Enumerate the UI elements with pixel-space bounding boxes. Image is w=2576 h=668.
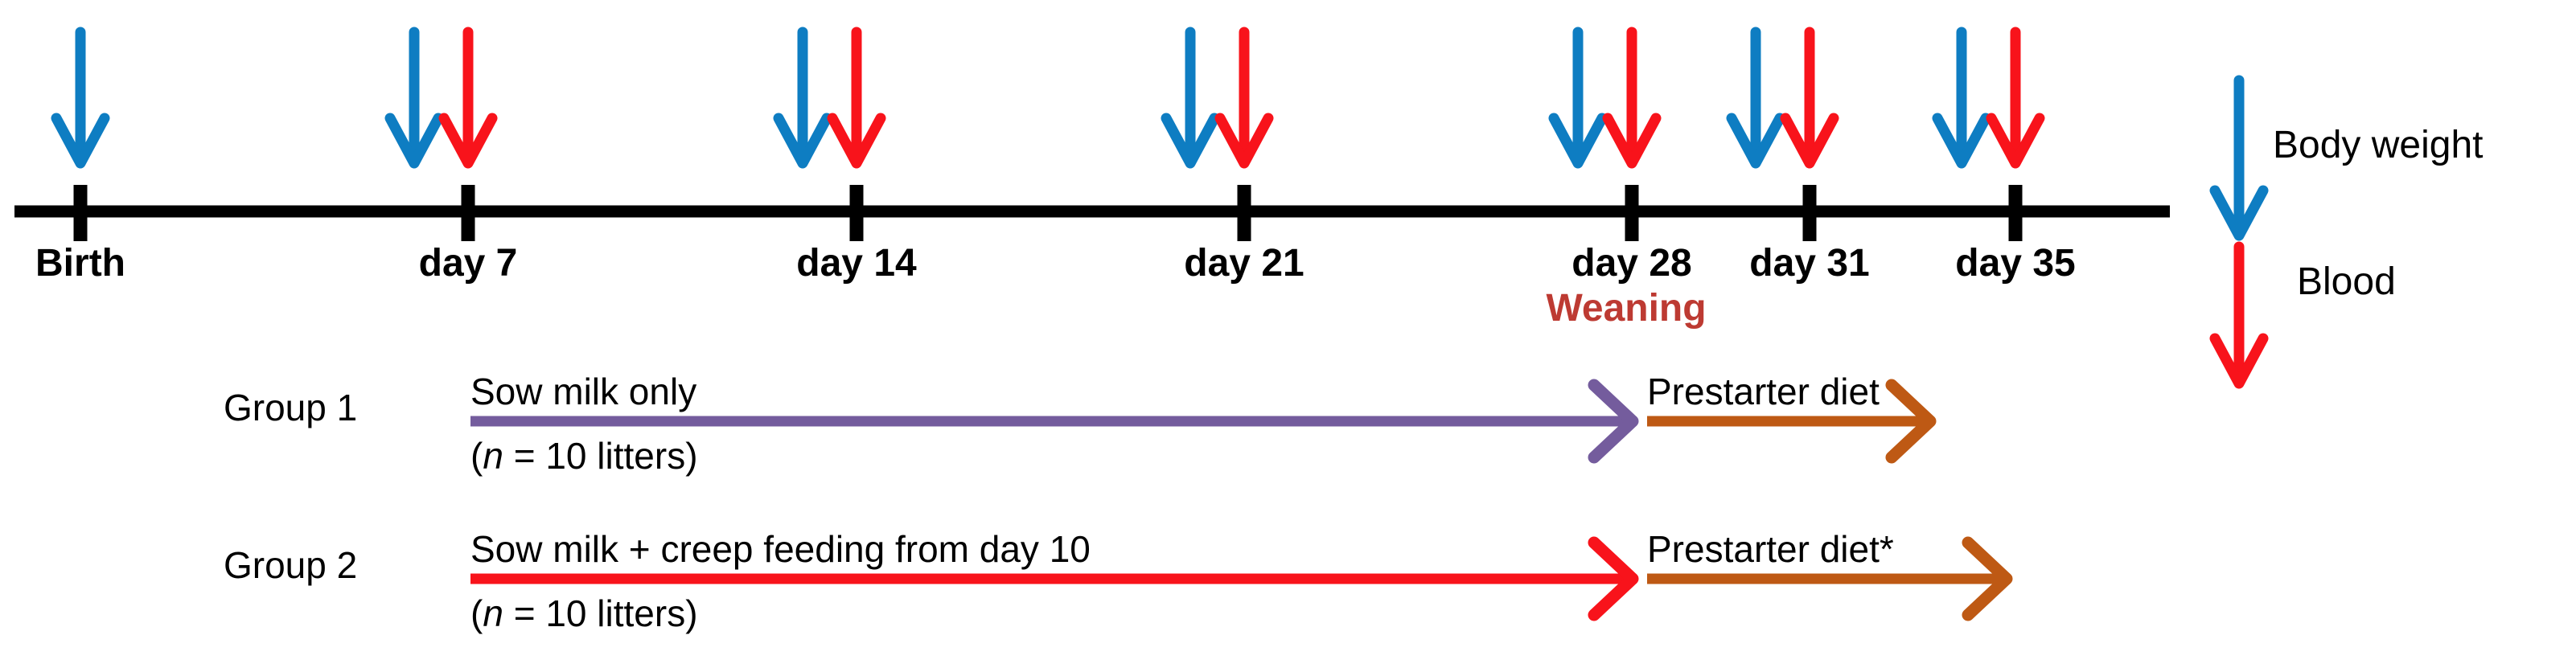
legend-body-weight-label: Body weight (2273, 124, 2484, 166)
tick-label-birth: Birth (35, 242, 125, 285)
group-2-milk-phase-label: Sow milk + creep feeding from day 10 (470, 528, 1091, 570)
tick-label-day-31: day 31 (1749, 242, 1870, 285)
group-2-n-litters-label: (n = 10 litters) (470, 592, 698, 635)
group-1-milk-phase-label: Sow milk only (470, 371, 697, 412)
blood-arrow-head (827, 113, 886, 169)
n-variable: n (483, 592, 503, 634)
group-1-n-litters-label: (n = 10 litters) (470, 434, 698, 477)
blood-arrow-head (1986, 113, 2045, 169)
tick-label-day-28: day 28 (1571, 242, 1692, 285)
blue-down-arrow-icon-head (2209, 185, 2269, 241)
n-open: ( (470, 592, 483, 634)
blood-arrow-head (1602, 113, 1662, 169)
n-rest: = 10 litters) (503, 435, 698, 477)
blood-arrow-head (1214, 113, 1274, 169)
group-1-prestarter-arrow-head (1885, 379, 1937, 464)
body-weight-arrow-head (1161, 113, 1220, 169)
body-weight-arrow-head (1726, 113, 1785, 169)
group-1-label: Group 1 (224, 387, 358, 428)
blood-arrow-head (438, 113, 498, 169)
n-open: ( (470, 435, 483, 477)
tick-label-day-14: day 14 (796, 242, 917, 285)
tick-label-day-7: day 7 (418, 242, 518, 285)
group-1-prestarter-diet-label: Prestarter diet (1647, 371, 1880, 412)
body-weight-arrow-head (384, 113, 444, 169)
tick-label-day-35: day 35 (1955, 242, 2076, 285)
group-2-prestarter-arrow-head (1962, 536, 2013, 621)
tick-label-day-21: day 21 (1184, 242, 1304, 285)
n-variable: n (483, 435, 503, 477)
group-1-milk-phase-arrow-head (1588, 379, 1639, 464)
body-weight-arrow-head (51, 113, 110, 169)
group-2-prestarter-diet-label: Prestarter diet* (1647, 528, 1894, 570)
blood-arrow-head (1780, 113, 1839, 169)
body-weight-arrow-head (773, 113, 832, 169)
body-weight-arrow-head (1932, 113, 1991, 169)
red-down-arrow-icon-head (2209, 333, 2269, 389)
weaning-label: Weaning (1546, 287, 1707, 330)
n-rest: = 10 litters) (503, 592, 698, 634)
legend-blood-label: Blood (2297, 260, 2396, 303)
group-2-label: Group 2 (224, 544, 358, 586)
group-2-milk-phase-arrow-head (1588, 536, 1639, 621)
body-weight-arrow-head (1548, 113, 1608, 169)
